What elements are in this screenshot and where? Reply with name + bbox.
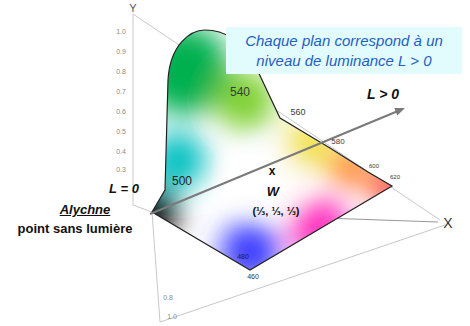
wavelength-label: 620 [390,174,400,181]
wavelength-label: 540 [230,86,250,99]
tick-label: 1.0 [116,28,126,36]
wavelength-label: 600 [369,163,379,170]
tick-label: 0.9 [116,48,126,56]
tick-label: 0.6 [116,108,126,116]
tick-label: 1.0 [167,313,177,321]
arrow-head [394,108,405,116]
wavelength-label: 500 [172,175,192,188]
axis-label: X [443,216,452,231]
note-text: Chaque plan correspond à un niveau de lu… [232,31,456,70]
luminance-label: L > 0 [367,87,399,102]
tick-label: 0.8 [116,68,126,76]
luminance-arrow [150,111,398,214]
tick-label: 0.3 [116,166,126,174]
origin-label: L = 0 [109,182,139,196]
white-point-coords: (⅓, ⅓, ⅓) [252,205,299,217]
tick-label: 0.8 [163,294,173,302]
axis-label: Y [129,2,136,14]
wavelength-label: 460 [247,273,259,281]
white-point-mark: x [269,165,276,178]
tick-label: 0.7 [116,88,126,96]
tick-label: 0.4 [116,148,126,156]
wavelength-label: 580 [331,138,344,147]
alychne-label: Alychne [60,203,111,217]
wavelength-label: 480 [237,253,249,261]
tick-label: 0.5 [116,128,126,136]
origin-note: point sans lumière [18,222,133,236]
white-point-label: W [267,185,279,199]
note-box: Chaque plan correspond à un niveau de lu… [226,27,462,74]
wavelength-label: 560 [290,108,305,118]
